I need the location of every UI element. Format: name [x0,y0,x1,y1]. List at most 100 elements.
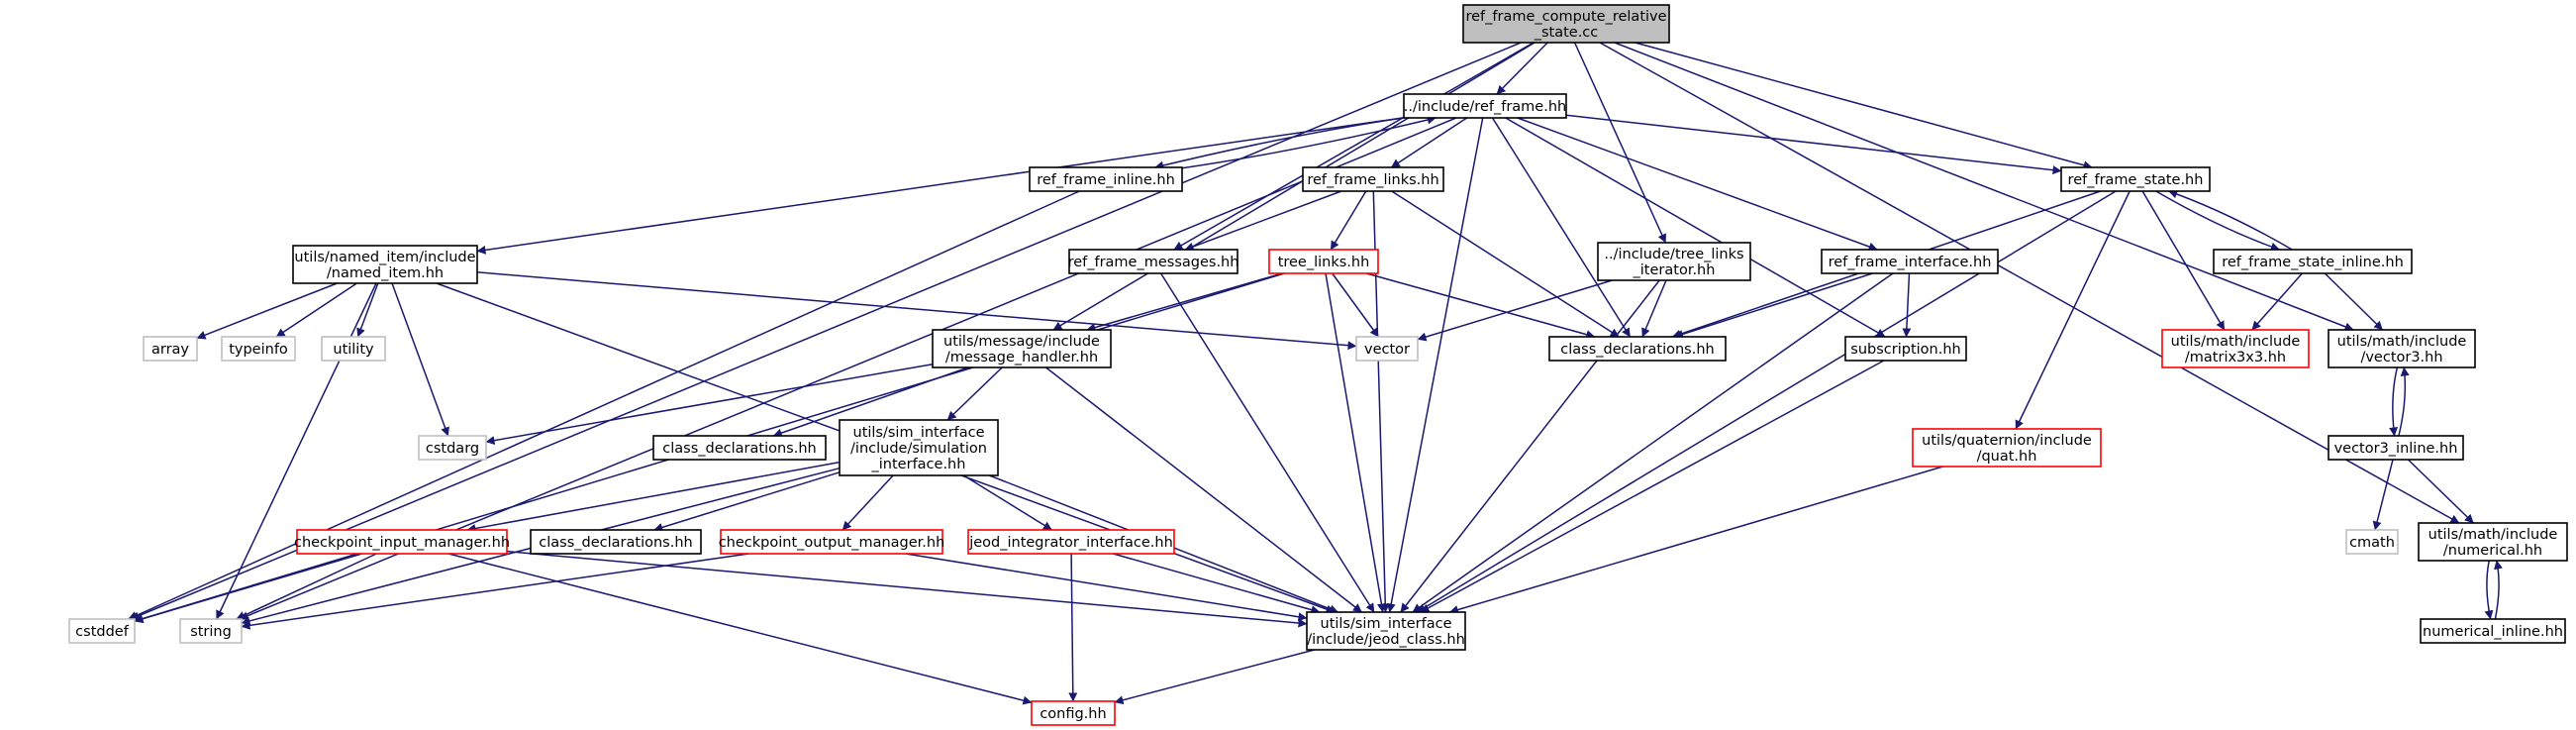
edge-ref-frame-hh-to-class-decl-1 [1491,117,1632,338]
edge-root-to-ref-frame-messages [1173,42,1535,251]
node-config[interactable]: config.hh [1031,700,1116,726]
node-jeod-integrator[interactable]: jeod_integrator_interface.hh [967,529,1175,555]
node-array[interactable]: array [143,336,198,362]
edge-ref-frame-state-to-ref-frame-state-inline [2155,190,2280,252]
node-class-decl-1[interactable]: class_declarations.hh [1548,336,1727,362]
edge-checkpoint-input-to-string [236,553,377,620]
node-ref-frame-inline[interactable]: ref_frame_inline.hh [1029,166,1183,192]
node-label: config.hh [1040,706,1106,722]
node-label: ref_frame_compute_relative [1465,9,1666,25]
edge-ref-frame-state-inline-to-ref-frame-state [2168,189,2293,251]
node-jeod-class[interactable]: utils/sim_interface/include/jeod_class.h… [1306,611,1466,651]
node-box [2418,522,2568,562]
edge-ref-frame-messages-to-jeod-class [1159,272,1375,613]
node-box [2161,329,2310,368]
node-message-handler[interactable]: utils/message/include/message_handler.hh [932,329,1112,368]
node-box [1597,242,1751,281]
node-root[interactable]: ref_frame_compute_relative_state.cc [1462,4,1670,44]
edge-message-handler-to-sim-interface [946,366,1003,421]
edge-checkpoint-input-to-config [447,553,1033,705]
node-box [1302,166,1444,192]
node-cmath[interactable]: cmath [2345,529,2399,555]
node-box [2345,529,2399,555]
node-label: ref_frame_inline.hh [1037,172,1175,188]
node-ref-frame-hh[interactable]: ../include/ref_frame.hh [1403,93,1567,119]
node-label: /quat.hh [1977,449,2037,465]
node-layer: ref_frame_compute_relative_state.cc ../in… [68,4,2568,726]
node-matrix3x3[interactable]: utils/math/include/matrix3x3.hh [2161,329,2310,368]
edge-jeod-integrator-to-config [1068,553,1078,702]
node-sim-interface[interactable]: utils/sim_interface/include/simulation_i… [839,419,999,476]
node-numerical[interactable]: utils/math/include/numerical.hh [2418,522,2568,562]
edge-named-item-to-string [216,282,377,620]
node-label: ref_frame_links.hh [1307,172,1438,188]
node-tree-links-iter[interactable]: ../include/tree_links_iterator.hh [1597,242,1751,281]
edge-checkpoint-output-to-jeod-class [905,553,1308,622]
edge-checkpoint-output-to-string [241,553,749,630]
edge-ref-frame-hh-to-named-item [476,117,1405,255]
node-label: /named_item.hh [327,265,444,281]
node-label: utils/math/include [2428,527,2558,543]
edge-ref-frame-links-to-ref-frame-messages [1184,190,1342,252]
node-checkpoint-output[interactable]: checkpoint_output_manager.hh [719,529,945,555]
node-box [1355,336,1419,362]
node-vector3[interactable]: utils/math/include/vector3.hh [2328,329,2476,368]
edge-tree-links-to-message-handler [1086,272,1283,332]
edge-message-handler-to-cstdarg [485,363,934,446]
node-label: ../include/tree_links [1604,247,1743,262]
node-ref-frame-state[interactable]: ref_frame_state.hh [2060,166,2211,192]
edge-ref-frame-state-to-matrix3x3 [2141,190,2226,331]
node-utility[interactable]: utility [321,336,386,362]
node-ref-frame-messages[interactable]: ref_frame_messages.hh [1068,249,1239,274]
node-box [321,336,386,362]
node-label: cstdarg [426,441,479,457]
edge-tree-links-to-class-decl-1 [1365,272,1596,340]
node-label: checkpoint_output_manager.hh [719,535,945,551]
node-label: jeod_integrator_interface.hh [968,535,1173,551]
node-label: /matrix3x3.hh [2185,350,2286,365]
node-box [143,336,198,362]
node-box [1548,336,1727,362]
node-box [296,529,508,555]
node-label: _interface.hh [871,457,966,472]
node-vector3-inline[interactable]: vector3_inline.hh [2328,435,2464,461]
node-checkpoint-input[interactable]: checkpoint_input_manager.hh [294,529,510,555]
edge-sim-interface-to-jeod-integrator [963,474,1052,531]
node-vector[interactable]: vector [1355,336,1419,362]
node-typeinfo[interactable]: typeinfo [221,336,296,362]
edge-ref-frame-state-inline-to-matrix3x3 [2251,272,2303,331]
node-string[interactable]: string [179,618,243,644]
node-box [932,329,1112,368]
node-cstddef[interactable]: cstddef [68,618,136,644]
node-label: vector3_inline.hh [2334,441,2458,457]
edge-checkpoint-input-to-jeod-class [506,550,1308,628]
node-label: class_declarations.hh [662,441,816,457]
node-named-item[interactable]: utils/named_item/include/named_item.hh [292,245,478,284]
node-subscription[interactable]: subscription.hh [1844,336,1967,362]
node-label: utils/named_item/include [294,250,475,265]
edge-layer [128,42,2503,705]
edge-ref-frame-state-to-jeod-class [1417,190,2117,613]
node-tree-links[interactable]: tree_links.hh [1268,249,1379,274]
edge-tree-links-iter-to-class-decl-1 [1641,279,1667,338]
node-label: _state.cc [1534,25,1599,41]
edge-ref-frame-links-to-class-decl-1 [1391,190,1620,338]
node-ref-frame-links[interactable]: ref_frame_links.hh [1302,166,1444,192]
edge-ref-frame-state-to-quat [2015,190,2130,430]
node-quat[interactable]: utils/quaternion/include/quat.hh [1912,428,2102,468]
node-box [292,245,478,284]
node-class-decl-3[interactable]: class_declarations.hh [530,529,702,555]
node-ref-frame-state-inline[interactable]: ref_frame_state_inline.hh [2213,249,2413,274]
edge-root-to-message-handler [1052,42,1536,331]
node-label: checkpoint_input_manager.hh [294,535,510,551]
node-box [68,618,136,644]
node-cstdarg[interactable]: cstdarg [418,435,487,461]
edge-root-to-vector3 [1614,42,2354,332]
node-label: ref_frame_state.hh [2068,172,2204,188]
node-class-decl-2[interactable]: class_declarations.hh [652,435,827,461]
edge-sim-interface-to-checkpoint-output [842,474,894,531]
node-numerical-inline[interactable]: numerical_inline.hh [2420,618,2566,644]
node-label: utils/quaternion/include [1922,433,2092,449]
edge-named-item-to-vector [476,271,1357,351]
node-ref-frame-interface[interactable]: ref_frame_interface.hh [1821,249,1999,274]
